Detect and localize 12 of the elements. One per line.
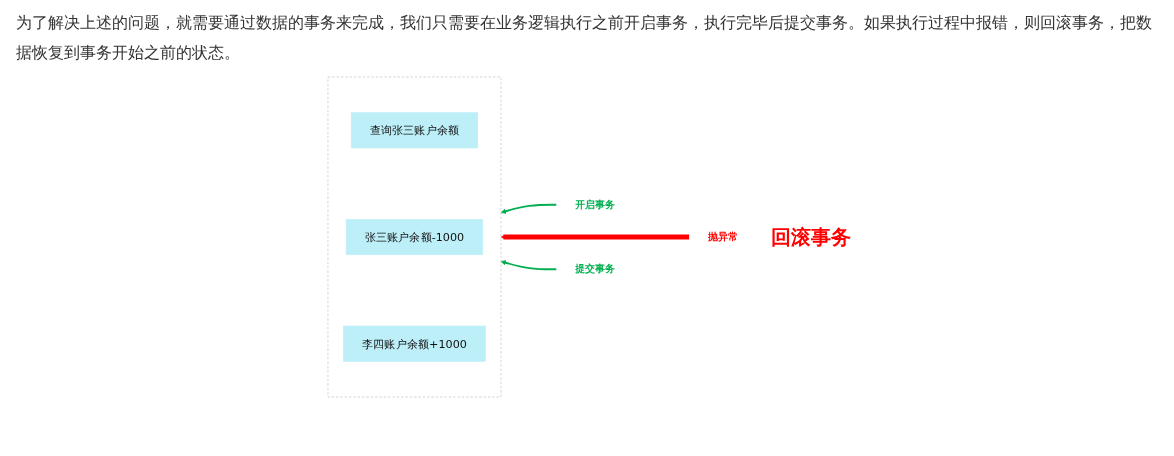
node-text: 抛异常 <box>707 230 738 243</box>
cluster <box>327 76 501 398</box>
node-box: 李四账户余额+1000 <box>342 325 486 362</box>
node-text: 提交事务 <box>575 263 615 275</box>
node-text: 开启事务 <box>575 198 615 211</box>
node-box: 张三账户余额-1000 <box>345 219 483 255</box>
paragraph: 为了解决上述的问题，就需要通过数据的事务来完成，我们只需要在业务逻辑执行之前开启事务，执行完毕后提交事务。如果执行过程中报错，则回滚事务，把数据恢复到事务开始之前的状态。 <box>16 12 1153 64</box>
arrow <box>500 260 558 271</box>
arrow <box>500 203 558 214</box>
note-text: 回滚事务 <box>771 223 852 251</box>
node-box: 查询张三账户余额 <box>350 112 478 149</box>
arrow <box>500 234 690 240</box>
